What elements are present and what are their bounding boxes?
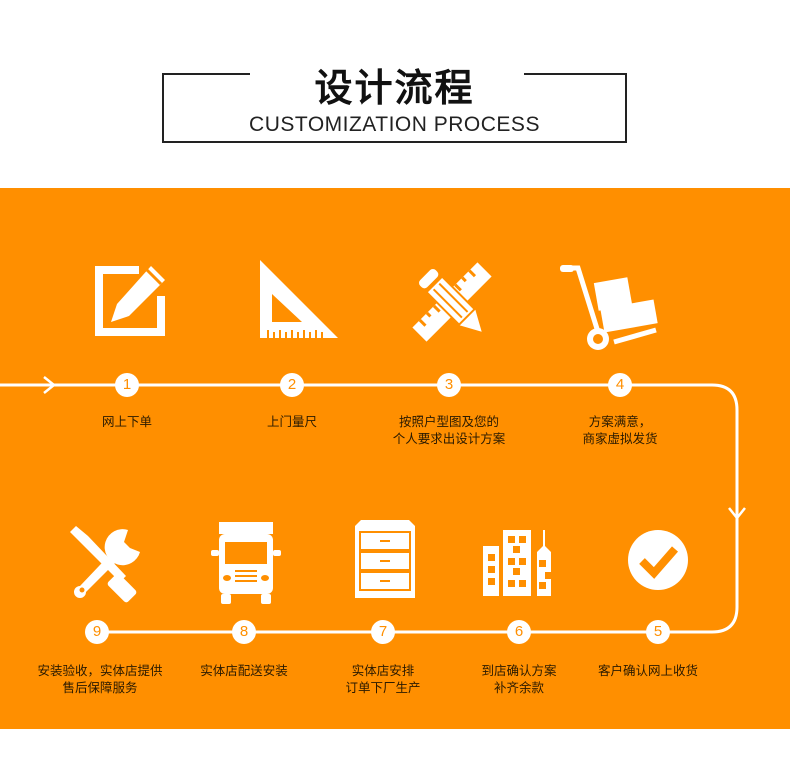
set-square-ruler-icon — [260, 260, 338, 338]
check-circle-icon — [628, 530, 688, 590]
truck-icon — [211, 522, 281, 604]
buildings-icon — [483, 530, 551, 596]
step-8-badge: 8 — [232, 620, 256, 644]
step-5-badge: 5 — [646, 620, 670, 644]
step-3-badge: 3 — [437, 373, 461, 397]
step-5-label: 客户确认网上收货 — [558, 662, 738, 679]
page-subtitle: CUSTOMIZATION PROCESS — [249, 113, 540, 136]
step-2-label: 上门量尺 — [202, 413, 382, 430]
page-title: 设计流程 — [314, 66, 475, 110]
step-4-label: 方案满意， 商家虚拟发货 — [530, 413, 710, 447]
step-7-label-line2: 订单下厂生产 — [345, 680, 421, 695]
edit-pencil-icon — [95, 266, 165, 336]
step-8-label-line1: 实体店配送安装 — [200, 663, 288, 678]
flow-arrow-down-icon — [728, 507, 746, 521]
step-7-badge: 7 — [371, 620, 395, 644]
flow-arrow-right-icon — [43, 376, 57, 394]
step-9-label-line1: 安装验收，实体店提供 — [37, 663, 163, 678]
step-4-badge: 4 — [608, 373, 632, 397]
step-6-label-line2: 补齐余款 — [493, 680, 544, 695]
pencil-ruler-icon — [412, 262, 492, 342]
cabinet-icon — [355, 520, 415, 598]
step-9-label-line2: 售后保障服务 — [62, 680, 138, 695]
step-2-label-line1: 上门量尺 — [266, 414, 317, 429]
step-6-label-line1: 到店确认方案 — [481, 663, 557, 678]
step-3-label: 按照户型图及您的 个人要求出设计方案 — [359, 413, 539, 447]
step-8-label: 实体店配送安装 — [154, 662, 334, 679]
step-1-badge: 1 — [115, 373, 139, 397]
step-6-label: 到店确认方案 补齐余款 — [429, 662, 609, 696]
step-7-label-line1: 实体店安排 — [351, 663, 415, 678]
process-band: 1 2 3 4 5 6 7 8 9 网上下单 上门量尺 按照户型图及您的 个人要… — [0, 188, 790, 729]
title-frame: 设计流程 CUSTOMIZATION PROCESS — [162, 66, 627, 143]
step-5-label-line1: 客户确认网上收货 — [597, 663, 698, 678]
step-3-label-line1: 按照户型图及您的 — [398, 414, 499, 429]
step-9-badge: 9 — [85, 620, 109, 644]
tools-icon — [70, 526, 140, 603]
step-9-label: 安装验收，实体店提供 售后保障服务 — [10, 662, 190, 696]
step-1-label-line1: 网上下单 — [101, 414, 152, 429]
step-2-badge: 2 — [280, 373, 304, 397]
step-6-badge: 6 — [507, 620, 531, 644]
step-7-label: 实体店安排 订单下厂生产 — [293, 662, 473, 696]
flow-path — [0, 376, 746, 634]
hand-truck-icon — [560, 265, 658, 350]
step-4-label-line1: 方案满意， — [588, 414, 652, 429]
title-frame-border — [162, 73, 627, 143]
step-4-label-line2: 商家虚拟发货 — [582, 431, 658, 446]
step-1-label: 网上下单 — [37, 413, 217, 430]
step-3-label-line2: 个人要求出设计方案 — [392, 431, 506, 446]
